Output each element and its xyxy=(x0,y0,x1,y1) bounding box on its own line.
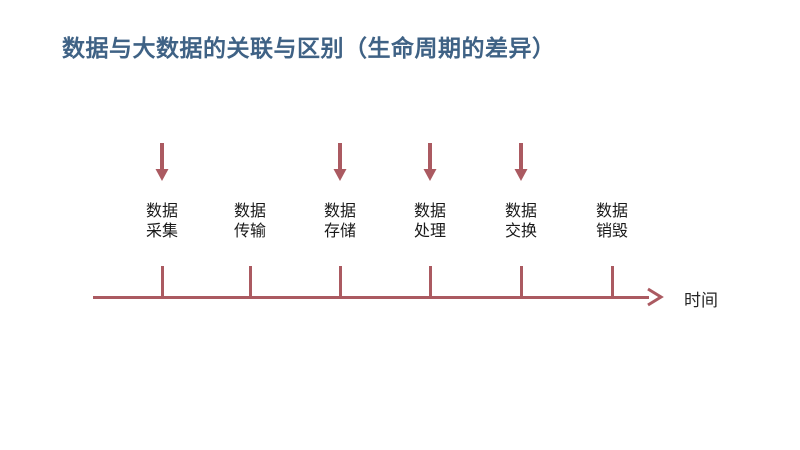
axis-tick xyxy=(611,266,614,298)
axis-tick xyxy=(520,266,523,298)
axis-tick xyxy=(161,266,164,298)
axis-tick xyxy=(339,266,342,298)
stage-label: 数据处理 xyxy=(385,202,475,243)
stage-label: 数据交换 xyxy=(476,202,566,243)
timeline-axis-line xyxy=(93,296,649,299)
stage-label: 数据传输 xyxy=(205,202,295,243)
axis-arrowhead-icon xyxy=(645,286,667,308)
stage-label-line2: 采集 xyxy=(145,223,178,241)
down-arrow-icon xyxy=(422,143,438,182)
axis-tick xyxy=(249,266,252,298)
stage-label-line2: 销毁 xyxy=(595,223,628,241)
stage-label: 数据销毁 xyxy=(567,202,657,243)
axis-tick xyxy=(429,266,432,298)
down-arrow-icon xyxy=(332,143,348,182)
stage-label-line2: 传输 xyxy=(233,223,266,241)
stage-label-line2: 交换 xyxy=(504,223,537,241)
stage-label: 数据采集 xyxy=(117,202,207,243)
page-title: 数据与大数据的关联与区别（生命周期的差异） xyxy=(62,35,556,61)
stage-label-line2: 存储 xyxy=(323,223,356,241)
stage-label-line2: 处理 xyxy=(413,223,446,241)
stage-label-line1: 数据 xyxy=(145,203,178,220)
down-arrow-icon xyxy=(513,143,529,182)
stage-label-line1: 数据 xyxy=(413,203,446,220)
stage-label-line1: 数据 xyxy=(233,203,266,220)
stage-label: 数据存储 xyxy=(295,202,385,243)
stage-label-line1: 数据 xyxy=(323,203,356,220)
axis-label-time: 时间 xyxy=(684,291,718,310)
down-arrow-icon xyxy=(154,143,170,182)
stage-label-line1: 数据 xyxy=(504,203,537,220)
stage-label-line1: 数据 xyxy=(595,203,628,220)
